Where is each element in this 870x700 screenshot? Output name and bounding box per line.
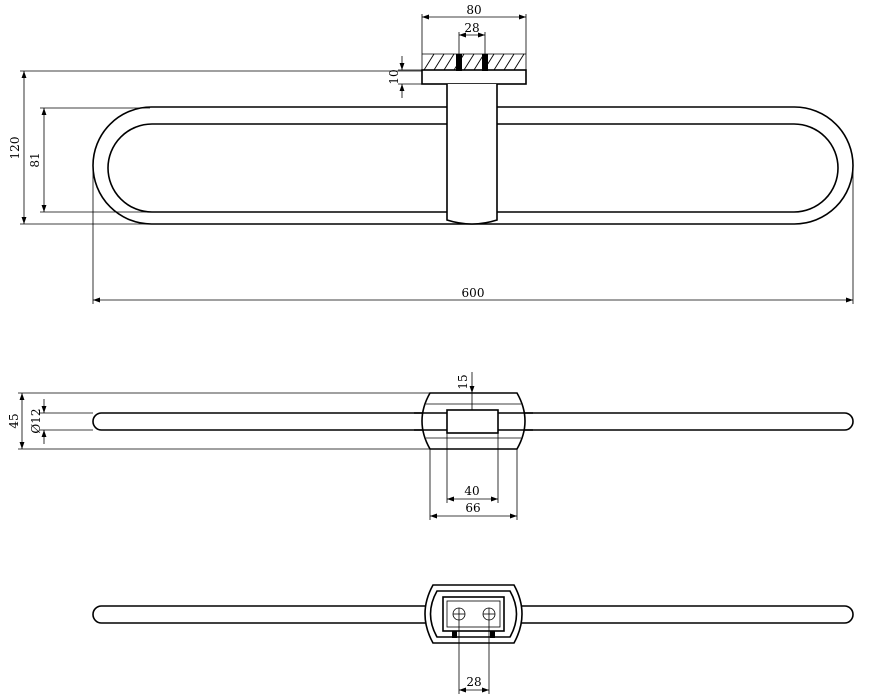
dim-81-label: 81	[28, 152, 42, 167]
dimension-66: 66	[429, 449, 518, 520]
dim-15-label: 15	[456, 374, 470, 389]
dim-120-label: 120	[8, 137, 22, 160]
dim-dia12-label: Ø12	[29, 408, 43, 433]
dimension-600: 600	[92, 166, 854, 304]
screw-left	[456, 54, 462, 71]
dimension-28-bottom: 28	[458, 620, 490, 694]
dim-28-bottom-label: 28	[466, 675, 481, 689]
dim-10-label: 10	[387, 69, 401, 84]
dim-40-label: 40	[464, 484, 479, 498]
dim-45-label: 45	[7, 413, 21, 428]
wall-hatch	[422, 53, 526, 71]
dimension-28-top: 28	[458, 21, 486, 54]
dim-600-label: 600	[462, 286, 485, 300]
dimension-80: 80	[421, 3, 527, 70]
dimension-81: 81	[28, 107, 150, 213]
dimension-45: 45	[7, 392, 430, 450]
dimension-dia12: Ø12	[29, 399, 93, 444]
support-post	[446, 84, 498, 225]
dim-80-label: 80	[466, 3, 481, 17]
screw-hole-left	[452, 607, 466, 621]
mounting-plate	[421, 69, 527, 85]
front-view: 80 28 10 120 81	[8, 3, 854, 304]
top-view: 45 Ø12 15 40 66	[7, 372, 854, 520]
dimension-120: 120	[8, 70, 422, 225]
dimension-40: 40	[446, 433, 499, 503]
dimension-10: 10	[387, 56, 422, 98]
dimension-15: 15	[456, 372, 475, 410]
dim-28-top-label: 28	[464, 21, 479, 35]
base-body-back	[424, 584, 523, 644]
back-plate	[442, 596, 505, 632]
screw-right	[482, 54, 488, 71]
back-view: 28	[92, 584, 854, 694]
center-block	[446, 409, 499, 434]
dim-66-label: 66	[465, 501, 480, 515]
screw-hole-right	[482, 607, 496, 621]
